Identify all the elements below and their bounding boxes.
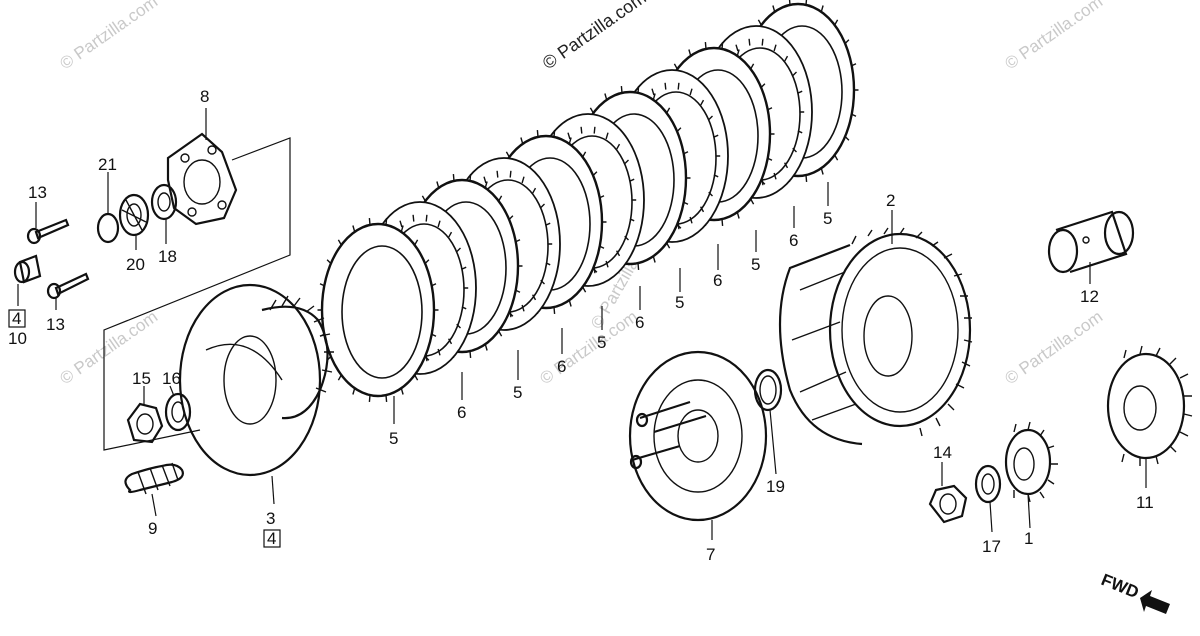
part-8-lifter-plate	[166, 132, 238, 226]
callout-6: 6	[635, 313, 644, 332]
part-14-nut	[928, 484, 968, 524]
part-1-primary-gear	[1004, 421, 1058, 503]
part-13-bolt-upper	[26, 218, 70, 245]
leader-lines	[17, 108, 1147, 540]
part-3-clutch-housing	[178, 283, 334, 477]
part-9-spring	[124, 462, 184, 495]
callout-17: 17	[982, 537, 1001, 556]
callout-10: 10	[8, 329, 27, 348]
callout-16: 16	[162, 369, 181, 388]
callout-3-box	[263, 529, 281, 548]
part-12-bushing	[1047, 210, 1135, 274]
watermark: © Partzilla.com	[1001, 0, 1106, 73]
part-18-washer	[150, 183, 178, 221]
callout-13-upper: 13	[28, 183, 47, 202]
part-17-washer	[974, 464, 1002, 504]
part-2-clutch-basket	[778, 227, 973, 446]
callout-6: 6	[457, 403, 466, 422]
watermark: © Partzilla.com	[1001, 307, 1106, 388]
callout-5: 5	[597, 333, 606, 352]
plate-teeth	[317, 218, 439, 402]
callout-6: 6	[713, 271, 722, 290]
callout-14: 14	[933, 443, 952, 462]
bracket-lines	[103, 137, 291, 451]
callout-8: 8	[200, 87, 209, 106]
clutch-plates-stack	[317, 0, 859, 402]
callout-21: 21	[98, 155, 117, 174]
callout-15: 15	[132, 369, 151, 388]
plate-outer-edge	[320, 222, 436, 398]
callout-5: 5	[389, 429, 398, 448]
callout-6: 6	[557, 357, 566, 376]
part-10-pin	[13, 254, 42, 284]
part-15-nut	[126, 402, 164, 444]
callout-3-box-number: 4	[267, 529, 276, 548]
part-21-circlip	[96, 212, 120, 244]
fwd-label: FWD	[1099, 570, 1142, 602]
part-7-clutch-hub	[628, 350, 768, 522]
watermark: © Partzilla.com	[56, 0, 161, 73]
callout-18: 18	[158, 247, 177, 266]
callout-3: 3	[266, 509, 275, 528]
callout-5: 5	[823, 209, 832, 228]
plate-inner-edge	[341, 245, 423, 379]
part-11-gear	[1106, 345, 1193, 466]
callout-5: 5	[513, 383, 522, 402]
part-13-bolt-lower	[46, 272, 90, 300]
callout-1: 1	[1024, 529, 1033, 548]
callouts: 8 21 13 20 18 13 4 10 15 16 9 3 4 5 6 5 …	[8, 87, 1154, 564]
callout-5: 5	[675, 293, 684, 312]
callout-10-box	[8, 309, 26, 328]
part-20-bearing	[118, 193, 150, 237]
watermark-main: © Partzilla.com	[539, 0, 650, 73]
callout-12: 12	[1080, 287, 1099, 306]
part-19-o-ring	[753, 368, 783, 412]
callout-20: 20	[126, 255, 145, 274]
callout-10-box-number: 4	[12, 309, 21, 328]
callout-13-lower: 13	[46, 315, 65, 334]
callout-2: 2	[886, 191, 895, 210]
callout-6: 6	[789, 231, 798, 250]
callout-11: 11	[1136, 493, 1154, 512]
part-16-washer	[164, 392, 192, 432]
callout-19: 19	[766, 477, 785, 496]
fwd-arrow: FWD	[1099, 570, 1170, 614]
callout-9: 9	[148, 519, 157, 538]
callout-7: 7	[706, 545, 715, 564]
friction-plate	[317, 218, 439, 402]
callout-5: 5	[751, 255, 760, 274]
